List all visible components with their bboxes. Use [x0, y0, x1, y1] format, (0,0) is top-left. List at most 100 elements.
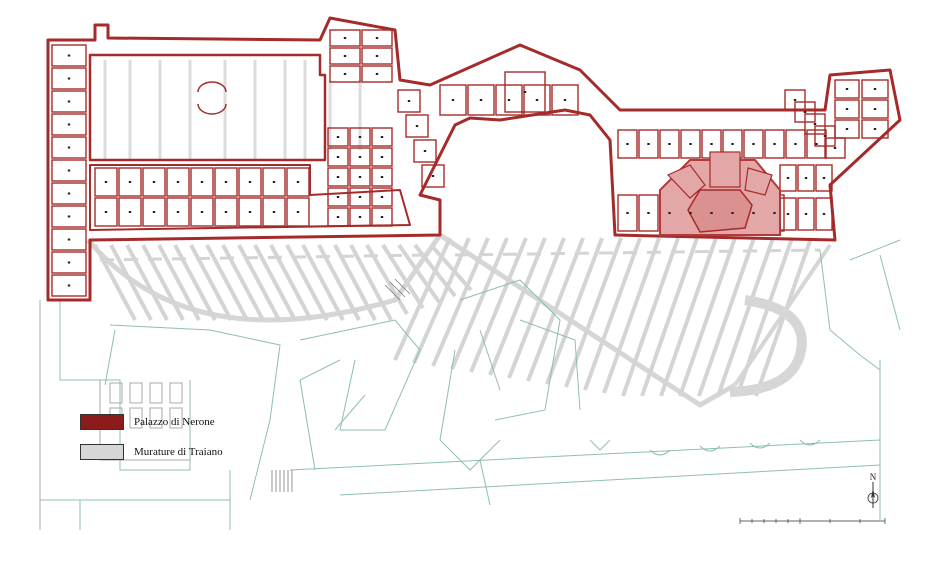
- nero-palace: [46, 16, 902, 302]
- room-dot: [67, 284, 71, 287]
- nero-room: [834, 99, 860, 119]
- room-dot: [415, 125, 419, 127]
- trajan-hatch-line: [507, 237, 566, 379]
- scale-bar: [739, 518, 886, 524]
- nero-room: [327, 167, 349, 187]
- legend-label-nero: Palazzo di Nerone: [134, 416, 215, 428]
- nero-room: [617, 129, 638, 159]
- room-dot: [358, 216, 362, 218]
- room-dot: [431, 175, 435, 177]
- nero-room: [680, 129, 701, 159]
- room-dot: [803, 111, 807, 113]
- room-dot: [626, 212, 629, 214]
- room-dot: [794, 143, 797, 145]
- room-dot: [67, 192, 71, 195]
- nero-room: [861, 99, 889, 119]
- nero-room: [214, 167, 238, 197]
- trajan-hatch-line: [659, 237, 718, 397]
- nero-room: [286, 167, 310, 197]
- nero-room: [94, 197, 118, 227]
- nero-room: [405, 114, 429, 138]
- room-dot: [67, 123, 71, 126]
- room-dot: [479, 99, 483, 101]
- room-dot: [200, 181, 204, 183]
- room-dot: [375, 55, 379, 57]
- room-dot: [873, 128, 877, 130]
- room-dot: [104, 211, 108, 213]
- room-dot: [804, 213, 808, 215]
- nero-room: [504, 71, 546, 113]
- nero-room: [51, 113, 87, 136]
- trajan-hatch-line: [450, 237, 509, 370]
- room-dot: [224, 211, 228, 213]
- trajan-hatch-line: [583, 237, 642, 391]
- nero-room: [495, 84, 523, 116]
- room-dot: [380, 136, 384, 138]
- nero-room: [329, 47, 361, 65]
- trajan-apse: [729, 295, 807, 397]
- room-dot: [380, 196, 384, 198]
- room-dot: [873, 108, 877, 110]
- room-dot: [67, 100, 71, 103]
- nero-room: [51, 251, 87, 274]
- room-dot: [336, 156, 340, 158]
- nero-room: [551, 84, 579, 116]
- nero-room: [371, 147, 393, 167]
- stairs: [271, 278, 411, 492]
- nero-room: [51, 159, 87, 182]
- room-dot: [358, 156, 362, 158]
- room-dot: [535, 99, 539, 101]
- trajan-hatching: [93, 237, 821, 397]
- trajan-hatch-line: [678, 237, 737, 397]
- trajan-hatch-line: [109, 244, 153, 321]
- nero-room: [166, 167, 190, 197]
- room-dot: [845, 128, 849, 130]
- room-dot: [343, 55, 347, 57]
- nero-room: [142, 167, 166, 197]
- trajan-hatch-line: [716, 237, 775, 397]
- trajan-hatch-line: [397, 243, 441, 304]
- nero-room: [617, 194, 638, 232]
- nero-room: [861, 79, 889, 99]
- room-dot: [689, 212, 692, 214]
- nero-room: [815, 164, 833, 192]
- nero-room: [262, 167, 286, 197]
- room-dot: [710, 143, 713, 145]
- room-dot: [752, 212, 755, 214]
- trajan-hatch-line: [735, 237, 794, 397]
- room-dot: [823, 135, 827, 137]
- nero-room: [329, 29, 361, 47]
- nero-room: [166, 197, 190, 227]
- trajan-hatch-line: [602, 237, 661, 394]
- room-dot: [224, 181, 228, 183]
- trajan-hatch-line: [431, 237, 490, 367]
- room-dot: [813, 123, 817, 125]
- nero-room: [861, 119, 889, 139]
- nero-room: [797, 164, 815, 192]
- nero-room: [327, 127, 349, 147]
- room-dot: [336, 176, 340, 178]
- room-dot: [67, 54, 71, 57]
- nero-room: [764, 129, 785, 159]
- nero-room: [779, 164, 797, 192]
- nero-room: [349, 207, 371, 227]
- room-dot: [375, 73, 379, 75]
- modern-outlines: [39, 300, 190, 530]
- room-dot: [668, 143, 671, 145]
- trajan-hatch-line: [349, 244, 393, 321]
- nero-room: [349, 147, 371, 167]
- north-arrow: N: [863, 472, 883, 513]
- room-dot: [358, 176, 362, 178]
- nero-room: [51, 136, 87, 159]
- trajan-dash-line: [99, 253, 431, 262]
- room-dot: [336, 196, 340, 198]
- room-dot: [176, 181, 180, 183]
- nero-room: [806, 129, 827, 159]
- nero-room: [523, 84, 551, 116]
- room-dot: [336, 136, 340, 138]
- nero-room: [327, 147, 349, 167]
- room-dot: [296, 211, 300, 213]
- nero-room: [834, 79, 860, 99]
- trajan-hatch-line: [488, 237, 547, 376]
- nero-room: [413, 139, 437, 163]
